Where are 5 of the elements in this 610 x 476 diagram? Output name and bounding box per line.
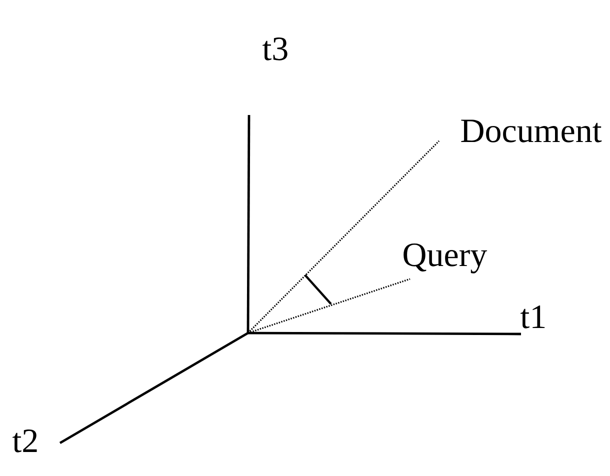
vector-label: Document [461, 120, 602, 142]
axis-label: t1 [520, 306, 545, 328]
axis-label: t3 [262, 38, 288, 60]
vector-label: Query [404, 244, 488, 274]
axis-label: t2 [12, 429, 37, 452]
